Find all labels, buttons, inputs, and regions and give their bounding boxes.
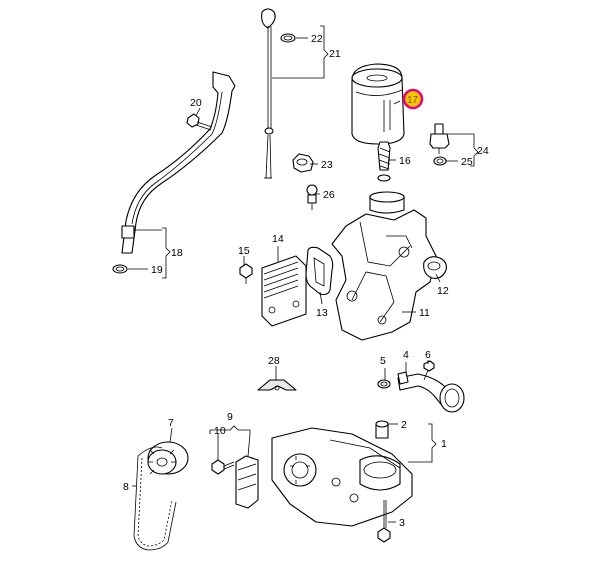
oil-filter-bracket[interactable]: [331, 191, 437, 341]
callout-7[interactable]: 7: [168, 417, 174, 429]
sender-plug[interactable]: [306, 184, 318, 210]
callout-18[interactable]: 18: [171, 247, 183, 259]
callout-2[interactable]: 2: [401, 419, 407, 431]
oil-cooler[interactable]: [261, 255, 307, 327]
gasket-28[interactable]: [257, 379, 297, 391]
bracket-24: [446, 133, 479, 167]
callout-24[interactable]: 24: [477, 145, 489, 157]
bracket-18: [128, 227, 171, 279]
bracket-9: [209, 425, 251, 460]
oil-filter[interactable]: [351, 63, 405, 145]
callout-21[interactable]: 21: [329, 48, 341, 60]
intake-pipe[interactable]: [397, 371, 465, 413]
callout-17[interactable]: 17: [407, 95, 419, 106]
callout-13[interactable]: 13: [316, 307, 328, 319]
pressure-switch-seal[interactable]: [433, 156, 447, 166]
callout-4[interactable]: 4: [403, 349, 409, 361]
callout-28[interactable]: 28: [268, 355, 280, 367]
oil-pump-sleeve[interactable]: [375, 420, 389, 439]
dipstick-seal-ring[interactable]: [280, 33, 296, 43]
oil-pump[interactable]: [271, 427, 413, 527]
callout-9[interactable]: 9: [227, 411, 233, 423]
tensioner-bolt[interactable]: [211, 459, 235, 475]
bracket-21: [272, 25, 329, 79]
intake-pipe-o-ring[interactable]: [377, 379, 391, 389]
oil-pump-bolt[interactable]: [377, 500, 391, 543]
drive-chain[interactable]: [133, 446, 177, 551]
callout-16[interactable]: 16: [399, 155, 411, 167]
oil-pressure-switch[interactable]: [429, 123, 450, 154]
callout-25[interactable]: 25: [461, 156, 473, 168]
callout-12[interactable]: 12: [437, 285, 449, 297]
callout-11[interactable]: 11: [419, 307, 430, 319]
intake-pipe-bolt[interactable]: [423, 360, 435, 381]
oil-cooler-gasket[interactable]: [305, 246, 334, 296]
chain-sprocket[interactable]: [147, 441, 189, 475]
callout-23[interactable]: 23: [321, 159, 333, 171]
oil-cooler-bolt[interactable]: [239, 263, 253, 284]
guide-tube-o-ring[interactable]: [112, 264, 128, 274]
highlight-marker-17[interactable]: [402, 88, 424, 110]
callout-10[interactable]: 10: [214, 425, 226, 437]
callout-8[interactable]: 8: [123, 481, 129, 493]
bracket-1: [388, 423, 437, 463]
callout-5[interactable]: 5: [380, 355, 386, 367]
callout-19[interactable]: 19: [151, 264, 163, 276]
filter-housing-insert[interactable]: [377, 141, 391, 182]
callout-6[interactable]: 6: [425, 349, 431, 361]
callout-1[interactable]: 1: [441, 438, 447, 450]
callout-labels: 22 21 20 17 24 25 16 23 26 14 15 18 19 1…: [123, 33, 489, 529]
callout-26[interactable]: 26: [323, 189, 335, 201]
sealing-cap[interactable]: [292, 153, 314, 173]
callout-22[interactable]: 22: [311, 33, 323, 45]
dipstick[interactable]: [261, 8, 276, 179]
guide-tube-bolt[interactable]: [186, 113, 213, 131]
dipstick-guide-tube[interactable]: [121, 71, 236, 254]
callout-20[interactable]: 20: [190, 97, 202, 109]
callout-14[interactable]: 14: [272, 233, 284, 245]
leader-lines: [132, 100, 441, 523]
connector-seal[interactable]: [423, 256, 447, 279]
callout-3[interactable]: 3: [399, 517, 405, 529]
chain-tensioner[interactable]: [235, 455, 259, 509]
callout-15[interactable]: 15: [238, 245, 250, 257]
